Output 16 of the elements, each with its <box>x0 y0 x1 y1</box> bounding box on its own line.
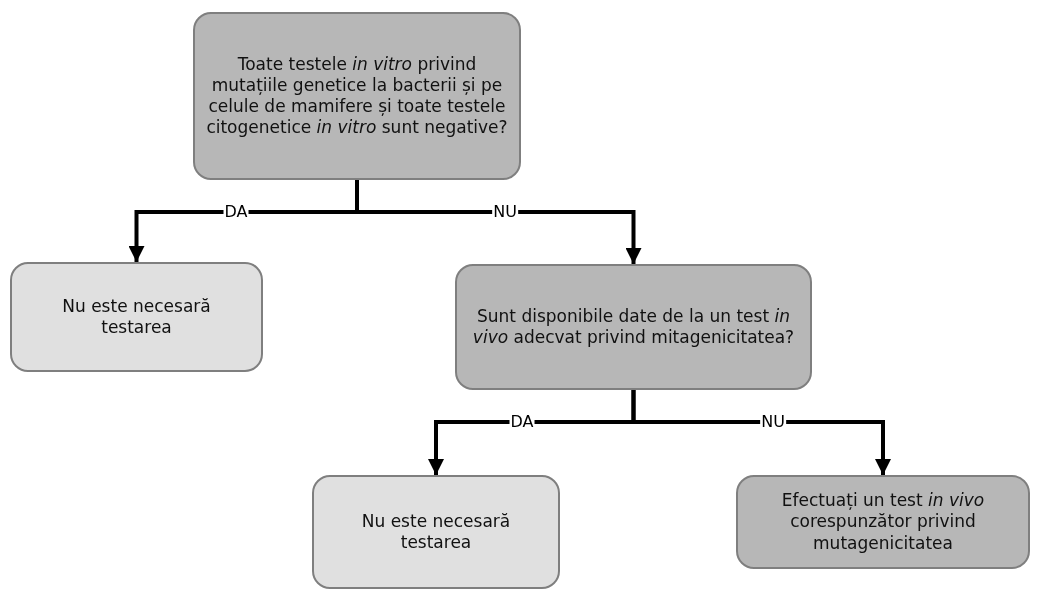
edge-label: DA <box>223 204 249 220</box>
connector-arrow <box>631 390 891 475</box>
decision-box <box>312 475 560 589</box>
edge-label: NU <box>492 204 518 220</box>
box-text: Nu este necesară testarea <box>61 295 212 339</box>
edge-label: NU <box>760 414 786 430</box>
box-text: Sunt disponibile date de la un test in vivo adecvat privind mitagenicitatea? <box>471 305 796 349</box>
edge-label: DA <box>509 414 535 430</box>
decision-box <box>193 12 521 180</box>
box-text: Nu este necesară testarea <box>360 510 512 554</box>
decision-box <box>736 475 1030 569</box>
decision-box <box>455 264 812 390</box>
box-text: Toate testele in vitro privind mutațiile genetice la bacterii și pe celule de mamifere și toate testele citogenetice in vitro sunt negative? <box>205 53 509 139</box>
decision-box <box>10 262 263 372</box>
connector-arrow <box>355 180 642 264</box>
box-text: Efectuați un test in vivo corespunzător privind mutagenicitatea <box>780 490 986 554</box>
